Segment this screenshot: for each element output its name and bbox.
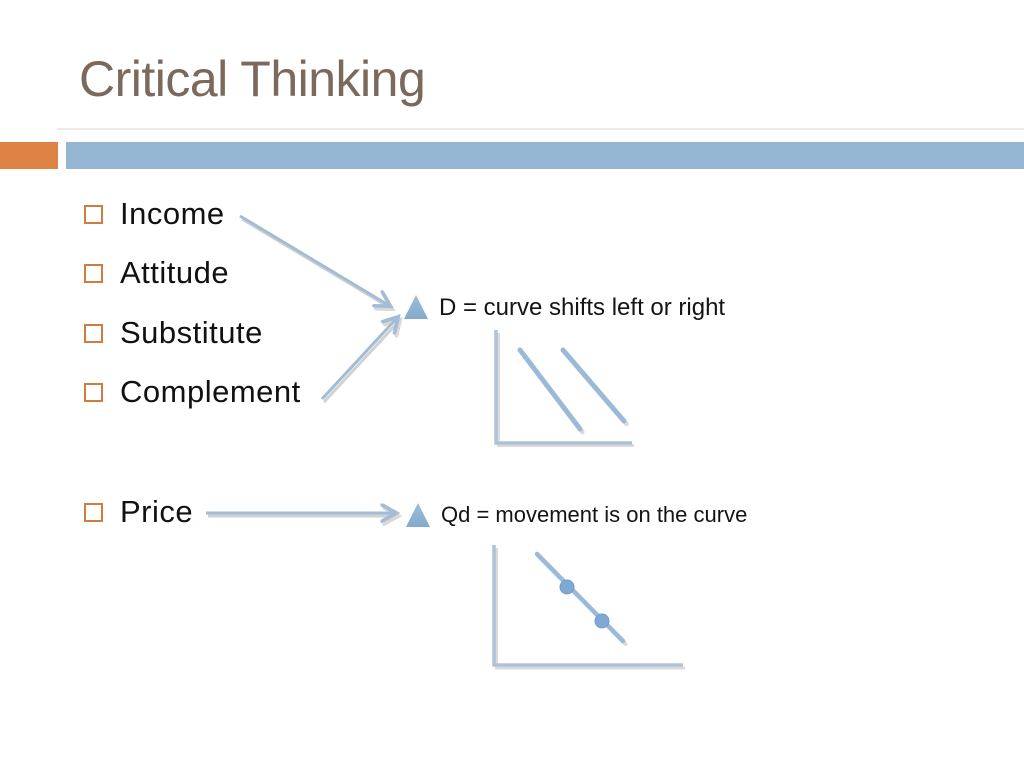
- triangle-bullet-icon: [404, 295, 428, 319]
- bullet-item-attitude: Attitude: [84, 255, 229, 291]
- bullet-item-price: Price: [84, 494, 193, 530]
- demand-shift-axes: [494, 330, 632, 445]
- connector-shadows: [208, 217, 400, 516]
- movement-chart: [492, 545, 685, 670]
- demand-shift-chart: [494, 330, 634, 447]
- movement-chart-shadow: [495, 548, 685, 670]
- movement-axes: [492, 545, 683, 667]
- bullet-label: Complement: [120, 374, 301, 409]
- curve-point-2: [594, 613, 610, 629]
- bullet-square-icon: [84, 204, 103, 224]
- accent-blue-bar: [66, 142, 1024, 169]
- movement-demand-curve: [534, 551, 626, 644]
- bullet-label: Substitute: [120, 315, 263, 350]
- bullet-label: Attitude: [120, 255, 230, 290]
- curve-point-1: [559, 579, 575, 595]
- income-arrow: [239, 214, 390, 306]
- bullet-square-icon: [84, 323, 103, 343]
- bullet-item-income: Income: [84, 196, 225, 232]
- demand-shift-chart-shadow: [497, 333, 634, 447]
- demand-curve-1: [517, 347, 583, 432]
- bullet-item-substitute: Substitute: [84, 315, 263, 351]
- annotation-demand-shift: D = curve shifts left or right: [404, 293, 725, 322]
- slide-title: Critical Thinking: [79, 51, 426, 107]
- annotation-movement: Qd = movement is on the curve: [406, 501, 747, 528]
- annotation-quantity-label: Qd = movement is on the curve: [441, 502, 748, 527]
- header-rule: [57, 128, 1024, 130]
- accent-orange-block: [0, 142, 58, 169]
- annotation-demand-label: D = curve shifts left or right: [439, 294, 726, 321]
- complement-arrow: [320, 317, 398, 401]
- triangle-bullet-icon: [406, 503, 430, 527]
- bullet-label: Price: [120, 494, 194, 529]
- bullet-square-icon: [84, 382, 103, 402]
- bullet-square-icon: [84, 263, 103, 283]
- bullet-item-complement: Complement: [84, 374, 301, 410]
- demand-curve-2: [560, 347, 627, 424]
- bullet-square-icon: [84, 502, 103, 522]
- bullet-label: Income: [120, 196, 225, 231]
